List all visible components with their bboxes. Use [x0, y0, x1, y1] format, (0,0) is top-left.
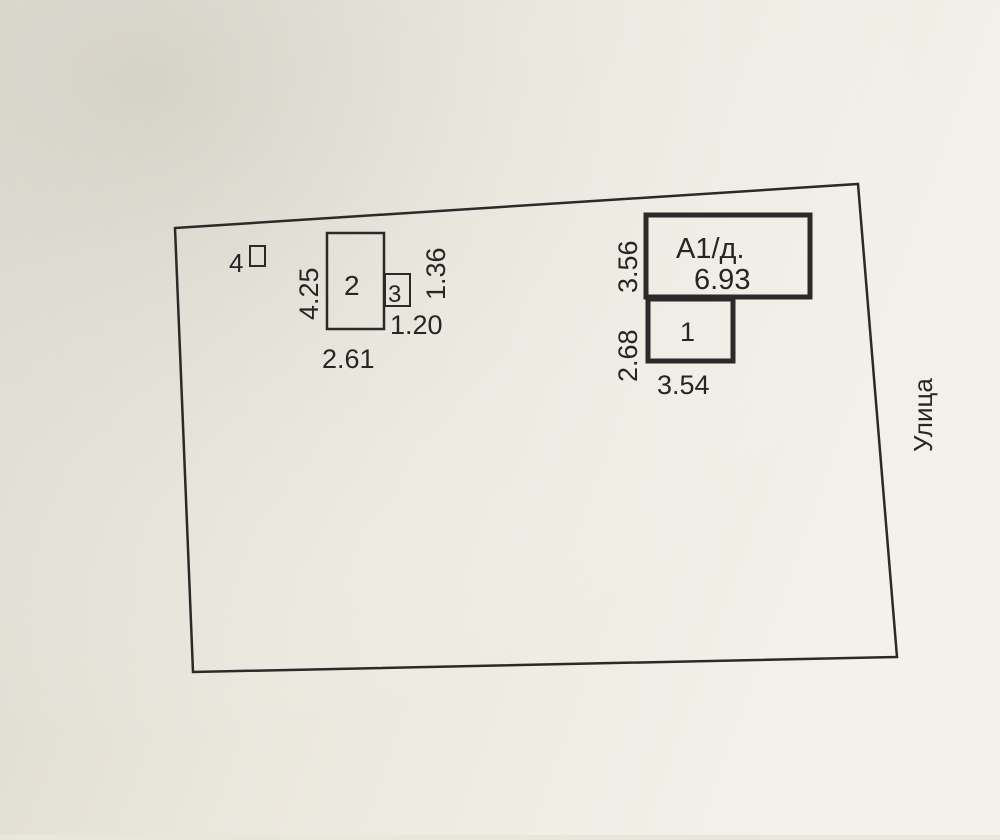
building-3-outline — [384, 273, 411, 307]
street-label: Улица — [908, 378, 938, 452]
building-1-height: 2.68 — [613, 329, 643, 382]
building-3-width: 1.20 — [390, 310, 443, 340]
building-1-width: 3.54 — [657, 370, 710, 400]
building-1-outline — [645, 296, 736, 364]
building-3-label: 3 — [388, 281, 401, 308]
building-3-height: 1.36 — [421, 247, 451, 300]
building-2-label: 2 — [344, 270, 360, 301]
building-4-label: 4 — [229, 248, 243, 278]
plot-boundary — [173, 182, 899, 674]
building-2-width: 2.61 — [322, 344, 375, 374]
building-a1-width: 6.93 — [694, 264, 750, 296]
building-1-label: 1 — [680, 317, 695, 347]
building-4-outline — [249, 245, 266, 267]
building-a1-label: А1/д. — [676, 233, 745, 265]
building-2-height: 4.25 — [294, 267, 324, 320]
building-a1-height: 3.56 — [613, 240, 643, 293]
